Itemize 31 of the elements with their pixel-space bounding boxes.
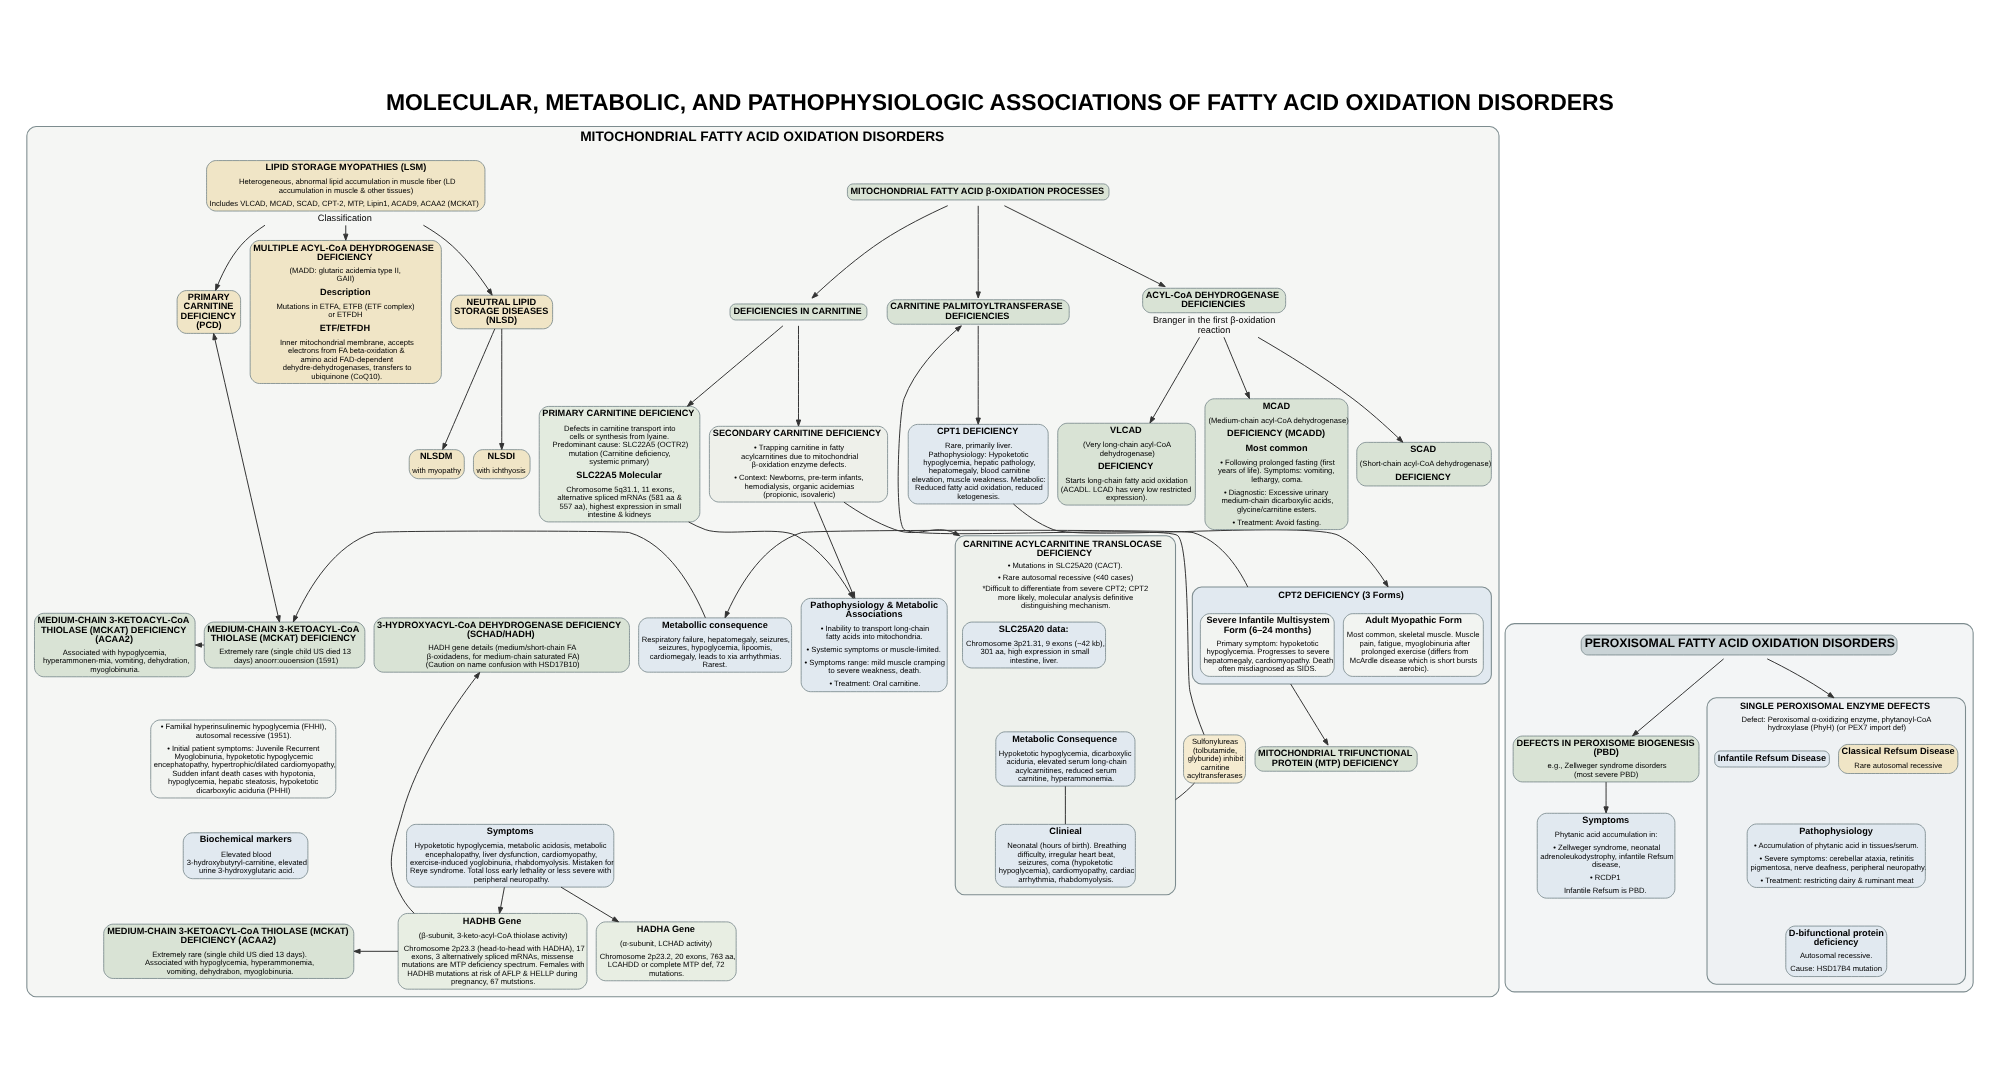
arrow [1290, 682, 1329, 745]
arrow [422, 223, 493, 295]
arrow [1603, 780, 1609, 813]
arrow [686, 324, 784, 406]
arrow [1003, 204, 1166, 287]
arrow [1766, 657, 1835, 698]
arrow [1257, 335, 1404, 442]
arrow [1223, 335, 1250, 399]
arrow [215, 223, 266, 290]
arrow [442, 327, 496, 450]
arrow [212, 332, 281, 622]
arrow [1012, 502, 1389, 587]
arrow [843, 500, 961, 536]
arrow [1632, 657, 1725, 736]
arrow [498, 885, 505, 913]
arrow [724, 528, 1249, 618]
cluster [1504, 622, 1974, 992]
arrow [897, 324, 1205, 735]
connector [1064, 784, 1066, 824]
arrow [975, 324, 981, 424]
arrow [811, 204, 949, 298]
arrow [795, 324, 802, 426]
arrow [499, 327, 505, 450]
arrow [1149, 335, 1201, 423]
arrow [353, 947, 399, 953]
arrow [292, 529, 706, 622]
arrow [390, 670, 481, 913]
connector [1175, 781, 1195, 800]
arrow [194, 641, 205, 647]
arrow [975, 204, 981, 298]
diagram-title: MOLECULAR, METABOLIC, AND PATHOPHYSIOLOGIC ASSOCIATIONS OF FATTY ACID OXIDATION DISORDERS [385, 90, 1614, 115]
